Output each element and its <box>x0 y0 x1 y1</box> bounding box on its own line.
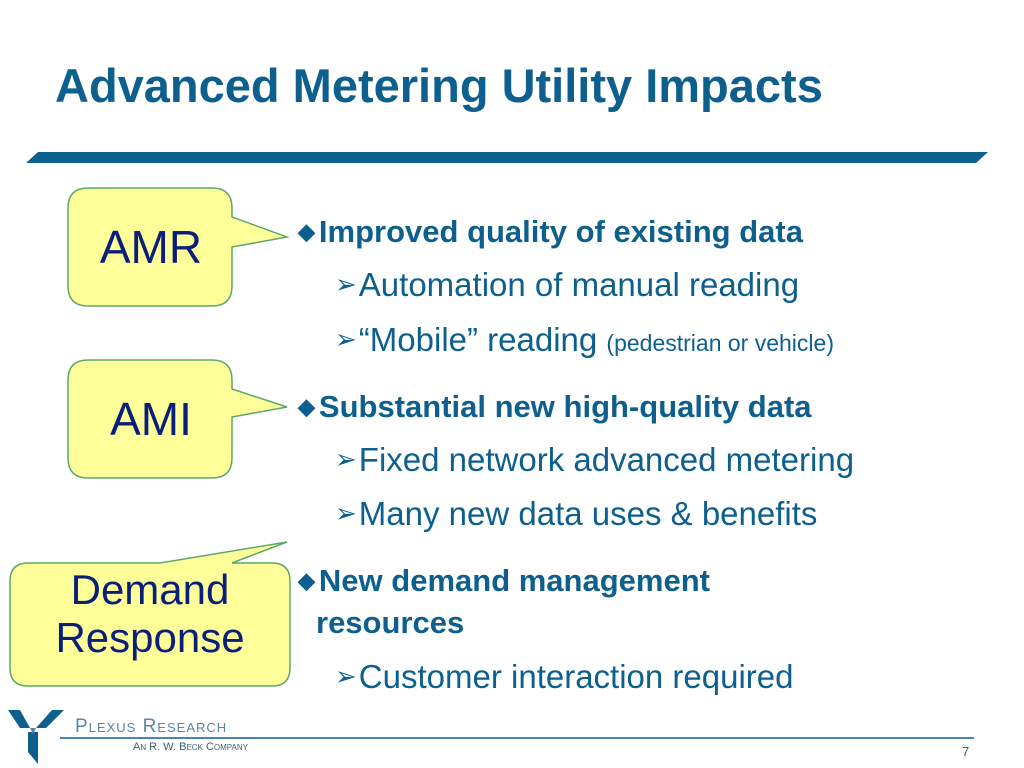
amr-callout-shape <box>67 187 290 307</box>
sub-bullet-text: Automation of manual reading <box>358 266 800 303</box>
sub-bullet-automation: ➢Automation of manual reading <box>335 266 799 304</box>
diamond-bullet-icon: ◆ <box>298 219 315 244</box>
sub-bullet-text: “Mobile” reading <box>358 321 598 358</box>
sub-bullet-text: Customer interaction required <box>358 658 794 695</box>
page-number: 7 <box>962 744 970 759</box>
bullet-text: Improved quality of existing data <box>318 214 803 249</box>
sub-bullet-note: (pedestrian or vehicle) <box>606 330 834 356</box>
arrowhead-bullet-icon: ➢ <box>335 661 357 691</box>
sub-bullet-mobile-reading: ➢“Mobile” reading (pedestrian or vehicle… <box>335 321 834 359</box>
bullet-demand-management: ◆New demand management <box>298 563 710 599</box>
arrowhead-bullet-icon: ➢ <box>335 324 357 354</box>
sub-bullet-text: Many new data uses & benefits <box>358 495 818 532</box>
bullet-text: Substantial new high-quality data <box>318 389 812 424</box>
sub-bullet-many-uses: ➢Many new data uses & benefits <box>335 495 817 533</box>
diamond-bullet-icon: ◆ <box>298 568 315 593</box>
demand-response-line2: Response <box>55 614 245 661</box>
arrowhead-bullet-icon: ➢ <box>335 269 357 299</box>
arrowhead-bullet-icon: ➢ <box>335 498 357 528</box>
slide-title: Advanced Metering Utility Impacts <box>55 59 823 112</box>
amr-callout: AMR <box>99 221 203 273</box>
footer-company-tagline: An R. W. Beck Company <box>133 741 248 753</box>
sub-bullet-text: Fixed network advanced metering <box>358 441 855 478</box>
sub-bullet-customer-interaction: ➢Customer interaction required <box>335 658 794 696</box>
diamond-bullet-icon: ◆ <box>298 394 315 419</box>
plexus-logo-icon <box>8 710 64 764</box>
demand-response-line1: Demand <box>70 566 230 613</box>
ami-callout: AMI <box>110 393 192 445</box>
bullet-substantial-new-data: ◆Substantial new high-quality data <box>298 389 812 425</box>
demand-response-callout-shape <box>9 541 291 687</box>
bullet-text: New demand management <box>318 563 710 598</box>
ami-callout-shape <box>67 359 288 479</box>
sub-bullet-fixed-network: ➢Fixed network advanced metering <box>335 441 854 479</box>
footer-company-name: Plexus Research <box>75 716 228 737</box>
arrowhead-bullet-icon: ➢ <box>335 444 357 474</box>
bullet-demand-management-line2: resources <box>316 605 465 640</box>
bullet-improved-quality: ◆Improved quality of existing data <box>298 214 803 250</box>
demand-response-callout: Demand Response <box>12 566 288 662</box>
